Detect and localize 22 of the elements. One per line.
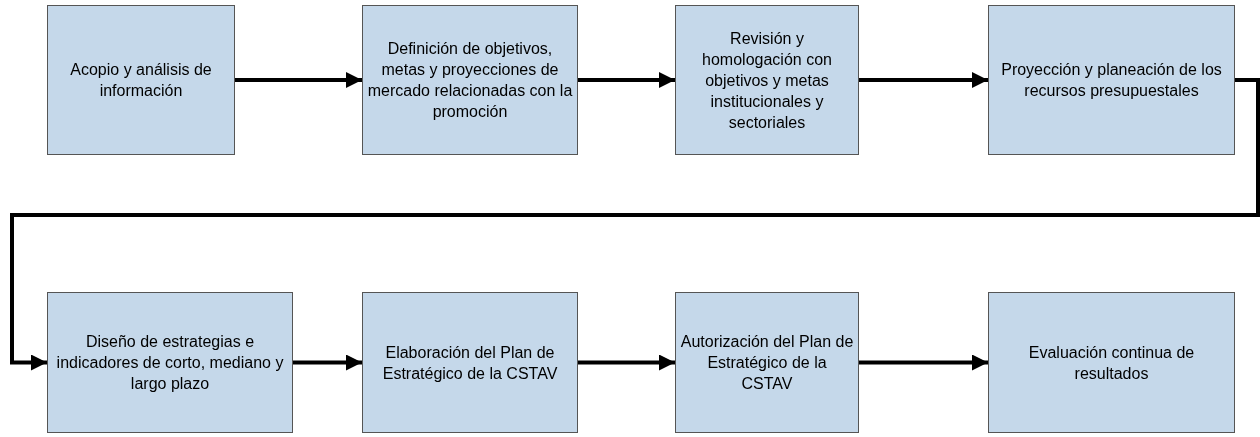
step-text: Diseño de estrategias e indicadores de corto, mediano y largo plazo [55, 332, 285, 394]
step-text: Acopio y análisis de información [69, 60, 213, 101]
arrow [578, 354, 675, 371]
step-text: Proyección y planeación de los recursos presupuestales [1000, 60, 1223, 101]
step-text: Revisión y homologación con objetivos y metas institucionales y sectoriales [701, 28, 833, 133]
process-box [988, 292, 1235, 433]
process-box [362, 292, 578, 433]
process-box [675, 5, 859, 155]
process-box [47, 5, 235, 155]
step-text: Elaboración del Plan de Estratégico de la CSTAV [381, 342, 559, 384]
step-text: Evaluación continua de resultados [1027, 342, 1196, 384]
arrow [859, 72, 988, 88]
arrow [859, 354, 988, 371]
process-box [675, 292, 859, 433]
process-box [362, 5, 578, 155]
arrow [293, 354, 362, 371]
process-box [47, 292, 293, 433]
process-box [988, 5, 1235, 155]
arrow [578, 72, 675, 88]
step-text: Autorización del Plan de Estratégico de la CSTAV [680, 332, 854, 394]
arrow [235, 72, 362, 88]
step-text: Definición de objetivos, metas y proyecciones de mercado relacionadas con la promoción [367, 39, 573, 122]
